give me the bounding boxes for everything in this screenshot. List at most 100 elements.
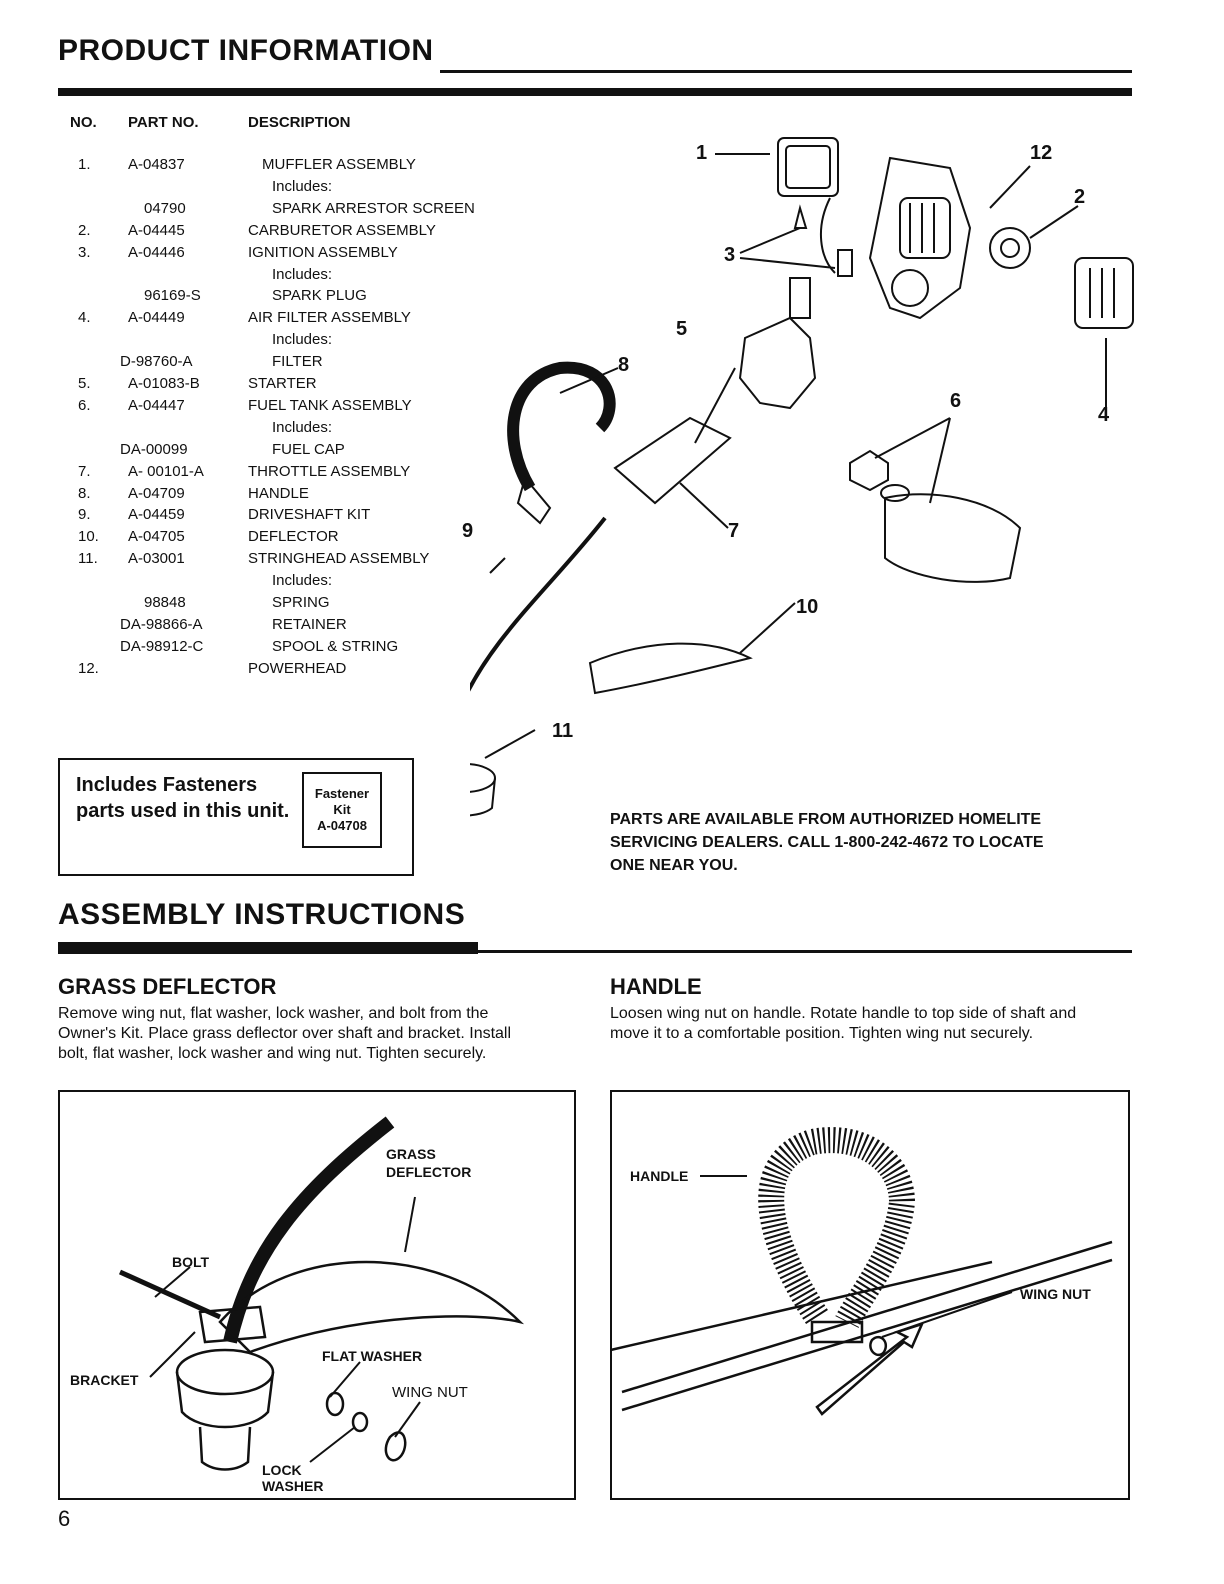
notice-line1: PARTS ARE AVAILABLE FROM AUTHORIZED HOME… [610, 811, 1042, 828]
fastener-text-line1: Includes Fasteners [76, 774, 258, 796]
row-part-number: A-04446 [128, 243, 185, 261]
row-description: MUFFLER ASSEMBLY [262, 156, 416, 173]
row-description: CARBURETOR ASSEMBLY [248, 221, 436, 239]
row-number: 4. [78, 309, 91, 327]
row-description: Includes: [272, 331, 333, 349]
label-flat-washer: FLAT WASHER [322, 1348, 423, 1364]
row-number: 7. [78, 462, 91, 480]
fastener-kit-label: Fastener Kit A-04708 [302, 772, 382, 848]
row-part-number: A-04705 [128, 528, 185, 546]
row-description: Includes: [272, 418, 333, 436]
ignition-wire [819, 197, 836, 274]
callout-7: 7 [728, 520, 740, 542]
carburetor-part [989, 227, 1031, 269]
fastener-notice-text: Includes Fasteners parts used in this un… [76, 772, 289, 824]
callout-6: 6 [950, 390, 962, 412]
row-part-number: A-04445 [128, 221, 185, 239]
flat-washer-part [325, 1391, 345, 1417]
row-description: STRINGHEAD ASSEMBLY [248, 550, 430, 568]
row-description: IGNITION ASSEMBLY [248, 243, 398, 261]
shaft-line [621, 1240, 1113, 1394]
col-header-part-no: PART NO. [128, 114, 199, 131]
powerhead-part [868, 156, 972, 320]
lock-washer-part [351, 1411, 369, 1433]
row-number: 10. [78, 528, 99, 546]
callout-1: 1 [696, 142, 708, 164]
row-description: RETAINER [272, 615, 347, 633]
row-part-number: A-04449 [128, 309, 185, 327]
row-description: Includes: [272, 572, 333, 590]
grass-deflector-line3: bolt, flat washer, lock washer and wing … [58, 1045, 487, 1062]
row-description: THROTTLE ASSEMBLY [248, 462, 411, 480]
starter-part [738, 316, 817, 410]
row-part-number: A-01083-B [128, 375, 200, 392]
shaft-tube [223, 1116, 395, 1344]
fastener-text-line2: parts used in this unit. [76, 800, 290, 822]
wing-nut-part [869, 1335, 888, 1357]
row-description: DEFLECTOR [248, 528, 339, 546]
row-description: Includes: [272, 265, 333, 283]
assembly-title-rule-thin [478, 950, 1132, 953]
handle-diagram: HANDLE WING NUT [610, 1090, 1130, 1500]
row-part-number: A-04447 [128, 396, 185, 414]
row-part-number: A-04459 [128, 506, 185, 524]
handle-heading: HANDLE [610, 974, 702, 999]
row-part-number: DA-00099 [120, 440, 188, 458]
col-header-description: DESCRIPTION [248, 114, 351, 131]
row-description: SPARK PLUG [272, 287, 367, 305]
grass-deflector-heading: GRASS DEFLECTOR [58, 974, 277, 999]
row-number: 8. [78, 484, 91, 502]
row-part-number: 96169-S [144, 287, 201, 305]
wing-nut-part [384, 1431, 407, 1462]
bolt-part [118, 1269, 222, 1320]
row-description: FILTER [272, 353, 323, 371]
callout-12: 12 [1030, 142, 1053, 164]
page-number: 6 [58, 1506, 71, 1531]
grass-deflector-illustration [118, 1116, 525, 1471]
deflector-shield [218, 1260, 525, 1354]
label-wing-nut: WING NUT [392, 1384, 468, 1401]
row-description: FUEL TANK ASSEMBLY [248, 396, 412, 414]
handle-instructions: Loosen wing nut on handle. Rotate handle… [610, 1004, 1140, 1044]
row-description: POWERHEAD [248, 659, 347, 677]
assembly-instructions-title: ASSEMBLY INSTRUCTIONS [58, 898, 466, 931]
row-part-number: 04790 [144, 199, 186, 217]
callout-8: 8 [618, 354, 630, 376]
row-description: STARTER [248, 375, 317, 392]
row-part-number: 98848 [144, 594, 186, 611]
driveshaft-part [470, 516, 607, 692]
parts-availability-notice: PARTS ARE AVAILABLE FROM AUTHORIZED HOME… [610, 808, 1044, 877]
fuel-cap-part [849, 449, 889, 492]
callout-11: 11 [552, 720, 574, 742]
label-handle-wing-nut: WING NUT [1020, 1286, 1091, 1302]
product-information-title: PRODUCT INFORMATION [58, 34, 434, 67]
row-description: Includes: [272, 177, 333, 195]
fastener-notice-box: Includes Fasteners parts used in this un… [58, 758, 414, 876]
row-number: 6. [78, 396, 91, 414]
row-number: 3. [78, 243, 91, 261]
row-description: DRIVESHAFT KIT [248, 506, 371, 524]
notice-line3: ONE NEAR YOU. [610, 857, 738, 874]
row-description: FUEL CAP [272, 440, 345, 458]
grass-deflector-line2: Owner's Kit. Place grass deflector over … [58, 1025, 512, 1042]
col-header-no: NO. [70, 114, 97, 131]
notice-line2: SERVICING DEALERS. CALL 1-800-242-4672 T… [610, 834, 1044, 851]
row-description: SPRING [272, 594, 330, 611]
grass-deflector-instructions: Remove wing nut, flat washer, lock washe… [58, 1004, 588, 1064]
label-bracket: BRACKET [70, 1372, 139, 1388]
muffler-part [777, 137, 839, 197]
title-rule-upper [440, 70, 1132, 73]
row-part-number: A- 00101-A [128, 462, 204, 480]
title-rule [58, 88, 1132, 96]
callout-3: 3 [724, 244, 736, 266]
fuel-tank-part [884, 493, 1022, 583]
row-number: 12. [78, 659, 99, 677]
kit-line2: Kit [333, 802, 351, 817]
handle-grip [758, 1127, 916, 1329]
row-number: 9. [78, 506, 91, 524]
label-lock: LOCK [262, 1462, 302, 1478]
assembly-title-rule [58, 942, 478, 954]
handle-clamp [810, 1320, 864, 1344]
callout-2: 2 [1074, 186, 1086, 208]
row-number: 11. [78, 550, 98, 568]
